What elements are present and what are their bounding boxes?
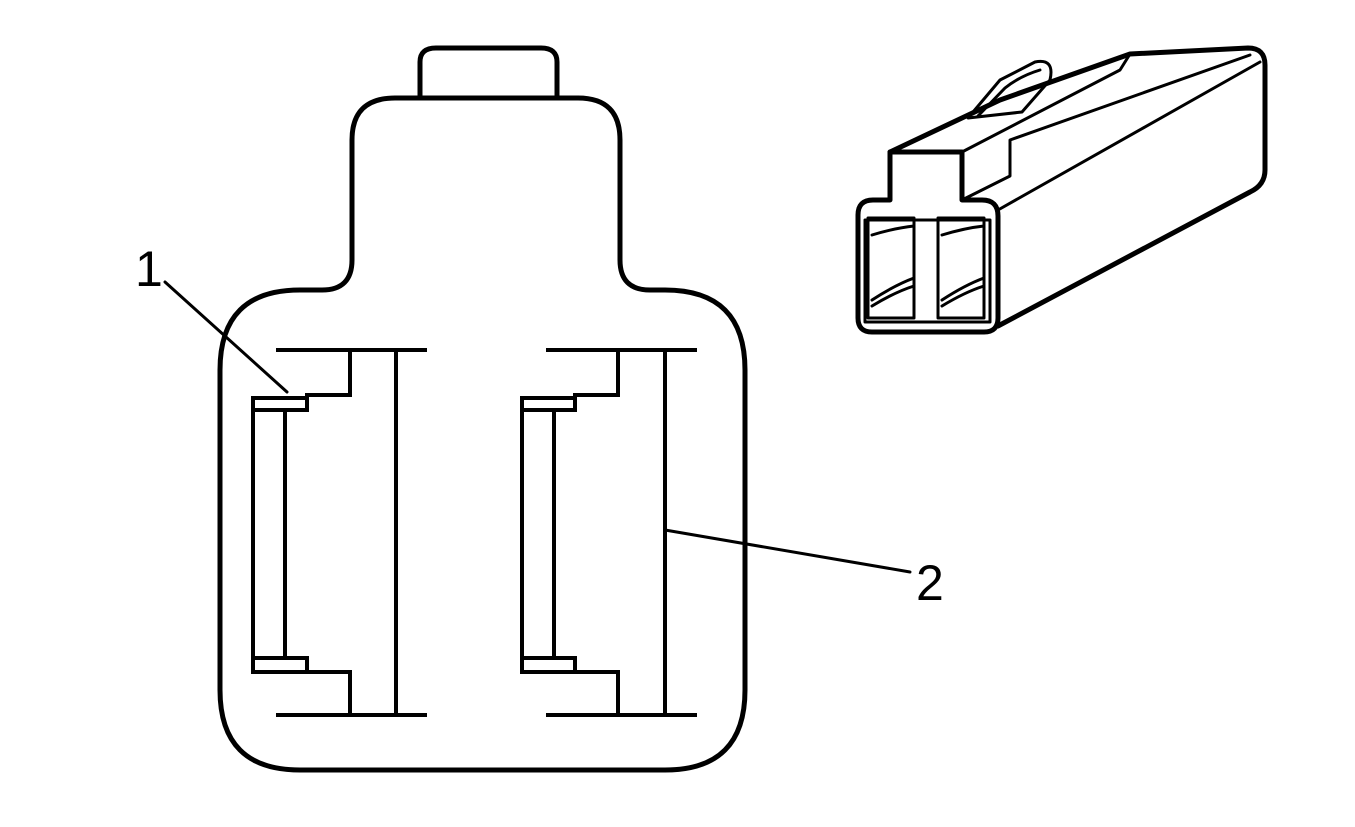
terminal-cavity-2	[520, 348, 697, 717]
terminal-cavity-1	[251, 348, 427, 717]
callout-label-2: 2	[916, 555, 944, 611]
housing-outline	[217, 95, 748, 773]
iso-body	[887, 45, 1268, 329]
connector-front-view: 1 2	[135, 45, 944, 773]
iso-terminal-opening-1	[866, 216, 916, 320]
latch-tab	[417, 45, 560, 101]
iso-front-face	[855, 149, 1001, 335]
callout-label-1: 1	[135, 241, 163, 297]
connector-isometric-view	[855, 45, 1268, 335]
iso-latch	[966, 59, 1053, 120]
callout-leader-1	[163, 280, 289, 394]
callout-leader-2	[663, 528, 912, 574]
iso-terminal-opening-2	[936, 216, 986, 320]
